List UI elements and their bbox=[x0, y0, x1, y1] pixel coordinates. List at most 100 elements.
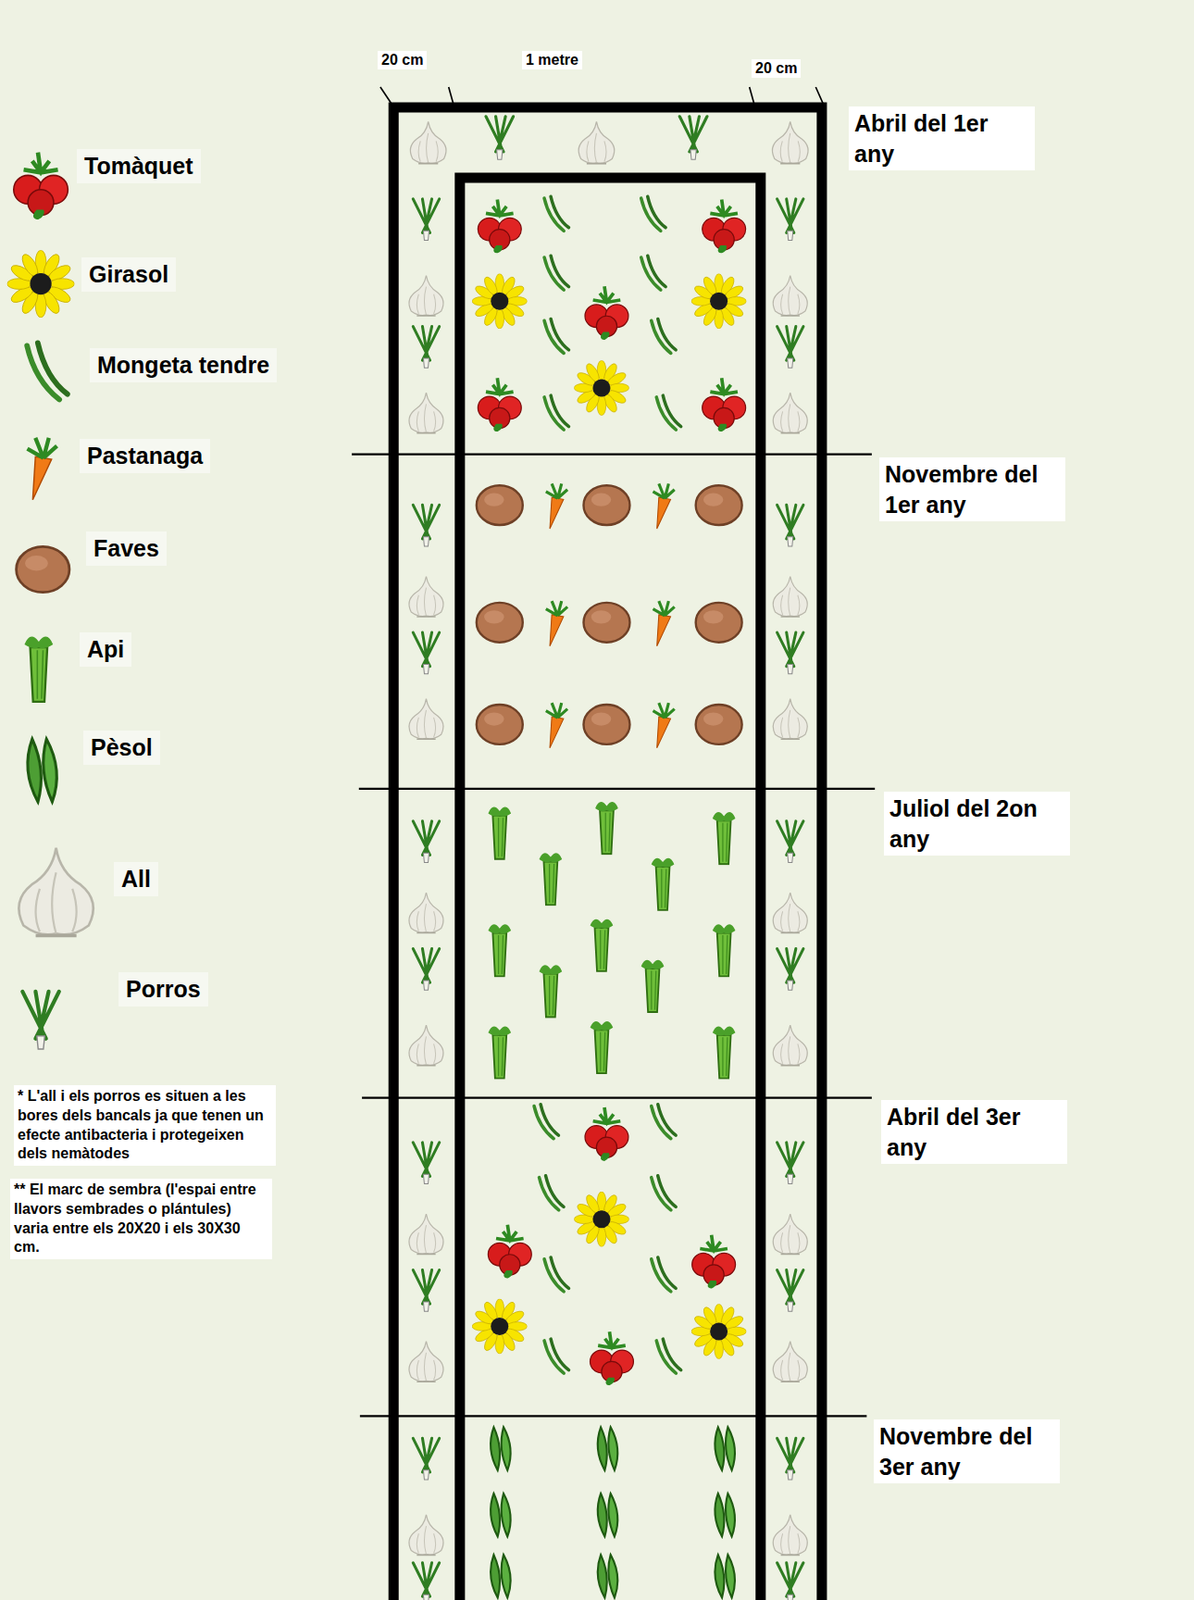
leek-icon bbox=[777, 1437, 804, 1480]
bean-icon bbox=[26, 342, 68, 399]
garlic-icon bbox=[578, 121, 615, 163]
legend-label: All bbox=[113, 861, 159, 896]
bean-icon bbox=[656, 1338, 681, 1373]
legend-label: Mongeta tendre bbox=[89, 348, 277, 383]
api-icon bbox=[590, 1020, 614, 1073]
footnote: ** El marc de sembra (l'espai entre llav… bbox=[10, 1178, 273, 1259]
legend-label: Faves bbox=[86, 531, 167, 566]
leek-icon bbox=[412, 632, 439, 674]
leek-icon bbox=[412, 1437, 439, 1480]
legend-label: Tomàquet bbox=[76, 149, 201, 184]
garlic-icon bbox=[772, 1024, 808, 1066]
api-icon bbox=[712, 923, 736, 976]
garlic-icon bbox=[410, 121, 447, 163]
leek-icon bbox=[22, 991, 59, 1049]
fava-icon bbox=[583, 602, 630, 643]
bean-icon bbox=[641, 255, 666, 290]
pea-icon bbox=[714, 1492, 735, 1537]
garlic-icon bbox=[409, 698, 444, 740]
tom-icon bbox=[13, 152, 69, 220]
sun-icon bbox=[472, 273, 527, 329]
leek-icon bbox=[412, 326, 439, 369]
bean-icon bbox=[651, 1256, 676, 1292]
leek-icon bbox=[412, 199, 439, 241]
garlic-icon bbox=[409, 892, 444, 933]
dimension-label: 20 cm bbox=[751, 59, 801, 78]
sun-icon bbox=[691, 273, 747, 329]
tom-icon bbox=[702, 199, 747, 254]
garlic-icon bbox=[772, 1514, 808, 1555]
garlic-icon bbox=[409, 1514, 444, 1555]
tom-icon bbox=[487, 1224, 532, 1279]
api-icon bbox=[590, 919, 614, 971]
pea-icon bbox=[597, 1554, 619, 1598]
tom-icon bbox=[584, 1106, 629, 1161]
fava-icon bbox=[476, 602, 523, 643]
fava-icon bbox=[696, 602, 743, 643]
api-icon bbox=[539, 964, 563, 1017]
garlic-icon bbox=[409, 1341, 444, 1382]
period-label: Juliol del 2on any bbox=[883, 791, 1070, 856]
api-icon bbox=[641, 959, 665, 1012]
pea-icon bbox=[490, 1426, 511, 1470]
api-icon bbox=[539, 852, 563, 905]
sun-icon bbox=[691, 1303, 747, 1358]
api-icon bbox=[487, 923, 511, 976]
legend-label: Pastanaga bbox=[79, 438, 211, 473]
bean-icon bbox=[651, 1175, 676, 1210]
bean-icon bbox=[544, 1256, 569, 1292]
leek-icon bbox=[777, 820, 804, 863]
pea-icon bbox=[597, 1492, 619, 1537]
fava-icon bbox=[583, 704, 630, 745]
dimension-label: 1 metre bbox=[522, 50, 583, 70]
leek-icon bbox=[412, 1562, 439, 1600]
carrot-icon bbox=[652, 702, 674, 748]
carrot-icon bbox=[652, 483, 674, 529]
garlic-icon bbox=[772, 892, 808, 933]
api-icon bbox=[712, 1025, 736, 1078]
period-label: Abril del 1er any bbox=[848, 106, 1035, 171]
leek-icon bbox=[485, 116, 514, 161]
leek-icon bbox=[777, 1142, 804, 1184]
carrot-icon bbox=[546, 600, 568, 647]
api-icon bbox=[595, 801, 619, 854]
tom-icon bbox=[692, 1234, 736, 1289]
garlic-icon bbox=[409, 1024, 444, 1066]
tom-icon bbox=[584, 286, 629, 340]
garlic-icon bbox=[409, 392, 444, 434]
bean-icon bbox=[539, 1175, 564, 1210]
fava-icon bbox=[476, 704, 523, 745]
bean-icon bbox=[641, 196, 666, 231]
sun-icon bbox=[472, 1298, 527, 1354]
garlic-icon bbox=[409, 575, 444, 617]
tom-icon bbox=[477, 199, 522, 254]
pea-icon bbox=[490, 1554, 511, 1598]
api-icon bbox=[24, 636, 53, 702]
bean-icon bbox=[651, 318, 676, 353]
leek-icon bbox=[412, 1269, 439, 1312]
fava-icon bbox=[583, 485, 630, 525]
leek-icon bbox=[777, 326, 804, 369]
garlic-icon bbox=[772, 698, 808, 740]
leek-icon bbox=[412, 504, 439, 547]
legend-label: Api bbox=[79, 632, 132, 667]
api-icon bbox=[487, 807, 511, 859]
fava-icon bbox=[16, 546, 70, 592]
garlic-icon bbox=[772, 275, 808, 317]
bean-icon bbox=[651, 1104, 676, 1139]
leek-icon bbox=[777, 504, 804, 547]
carrot-icon bbox=[546, 702, 568, 748]
api-icon bbox=[651, 858, 675, 910]
garlic-icon bbox=[771, 121, 809, 163]
bean-icon bbox=[544, 395, 569, 430]
legend-label: Pèsol bbox=[83, 730, 161, 765]
sun-icon bbox=[7, 249, 75, 318]
garlic-icon bbox=[409, 1213, 444, 1255]
garlic-icon bbox=[18, 847, 93, 936]
legend-label: Porros bbox=[118, 971, 209, 1007]
leek-icon bbox=[412, 820, 439, 863]
fava-icon bbox=[696, 485, 743, 525]
leek-icon bbox=[777, 1562, 804, 1600]
pea-icon bbox=[714, 1554, 735, 1598]
leek-icon bbox=[777, 948, 804, 991]
